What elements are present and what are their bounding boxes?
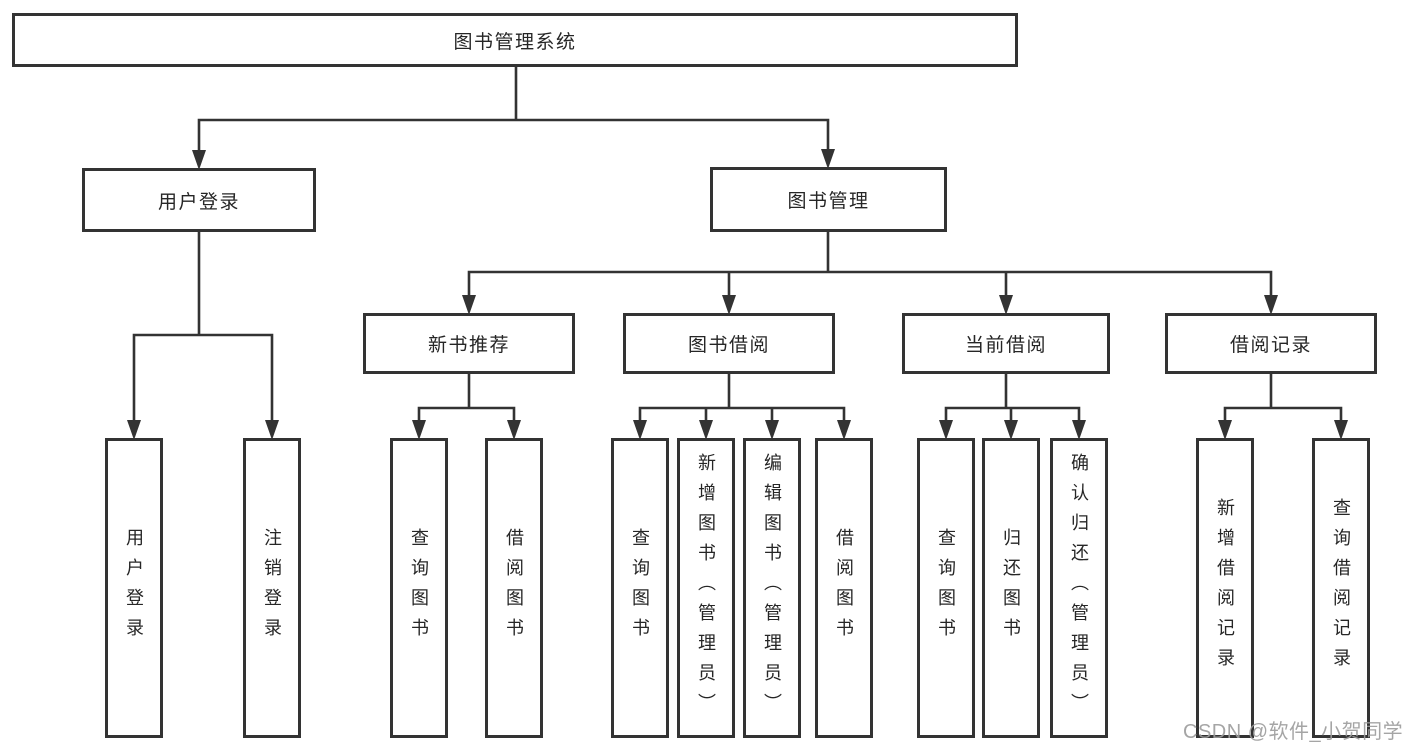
node-label: 图书管理系统 [453,31,577,53]
arrowhead [765,420,779,440]
node-label: 查询借阅记录 [1331,498,1351,678]
arrowhead [837,420,851,440]
arrowhead [265,420,279,440]
arrowhead [127,420,141,440]
arrowhead [462,295,476,315]
arrowheads [127,149,1348,440]
node-label: 用户登录 [157,191,240,213]
node-borrowing-records: 借阅记录 [1165,313,1377,374]
node-label: 查询图书 [936,528,956,648]
node-label: 新增图书（管理员） [696,453,716,723]
node-current-borrowing: 当前借阅 [902,313,1110,374]
arrowhead [192,150,206,170]
arrowhead [939,420,953,440]
node-label: 图书管理 [787,191,870,212]
connector-records-to-leaves [1223,370,1343,434]
arrowhead [1334,420,1348,440]
node-label: 新增借阅记录 [1215,498,1235,678]
leaf-user-login: 用户登录 [105,438,163,738]
node-label: 当前借阅 [964,335,1047,356]
leaf-edit-book-admin: 编辑图书（管理员） [743,438,801,738]
leaf-borrow-books-1: 借阅图书 [485,438,543,738]
arrowhead [412,420,426,440]
node-label: 借阅图书 [834,528,854,648]
node-user-login: 用户登录 [82,168,316,232]
connector-newbook-to-leaves [417,370,516,434]
watermark: CSDN @软件_小贺同学 [1183,721,1404,743]
arrowhead [722,295,736,315]
node-label: 编辑图书（管理员） [762,453,782,723]
arrowhead [821,149,835,169]
leaf-return-books: 归还图书 [982,438,1040,738]
node-label: 查询图书 [630,528,650,648]
leaf-logout: 注销登录 [243,438,301,738]
node-book-borrowing: 图书借阅 [623,313,835,374]
connector-root-to-level2 [197,63,830,157]
node-new-book-recommendation: 新书推荐 [363,313,575,374]
leaf-query-borrow-record: 查询借阅记录 [1312,438,1370,738]
arrowhead [1218,420,1232,440]
arrowhead [699,420,713,440]
node-label: 借阅图书 [504,528,524,648]
arrowhead [507,420,521,440]
node-label: 用户登录 [124,528,144,648]
leaf-query-books-3: 查询图书 [917,438,975,738]
leaf-borrow-books-2: 借阅图书 [815,438,873,738]
node-library-system: 图书管理系统 [12,13,1018,67]
node-label: 新书推荐 [427,335,510,356]
arrowhead [1072,420,1086,440]
arrowhead [1264,295,1278,315]
arrowhead [1004,420,1018,440]
leaf-add-borrow-record: 新增借阅记录 [1196,438,1254,738]
node-label: 归还图书 [1001,528,1021,648]
connector-borrowing-to-leaves [638,370,846,434]
arrowhead [999,295,1013,315]
arrowhead [633,420,647,440]
node-label: 图书借阅 [687,335,770,356]
leaf-add-book-admin: 新增图书（管理员） [677,438,735,738]
connector-bookmgmt-to-level3 [467,228,1273,302]
node-label: 注销登录 [262,528,282,648]
node-label: 确认归还（管理员） [1069,453,1089,723]
node-label: 借阅记录 [1229,335,1312,356]
connector-userlogin-to-leaves [132,228,274,434]
node-label: 查询图书 [409,528,429,648]
node-book-management: 图书管理 [710,167,947,232]
leaf-query-books-2: 查询图书 [611,438,669,738]
leaf-query-books-1: 查询图书 [390,438,448,738]
leaf-confirm-return-admin: 确认归还（管理员） [1050,438,1108,738]
